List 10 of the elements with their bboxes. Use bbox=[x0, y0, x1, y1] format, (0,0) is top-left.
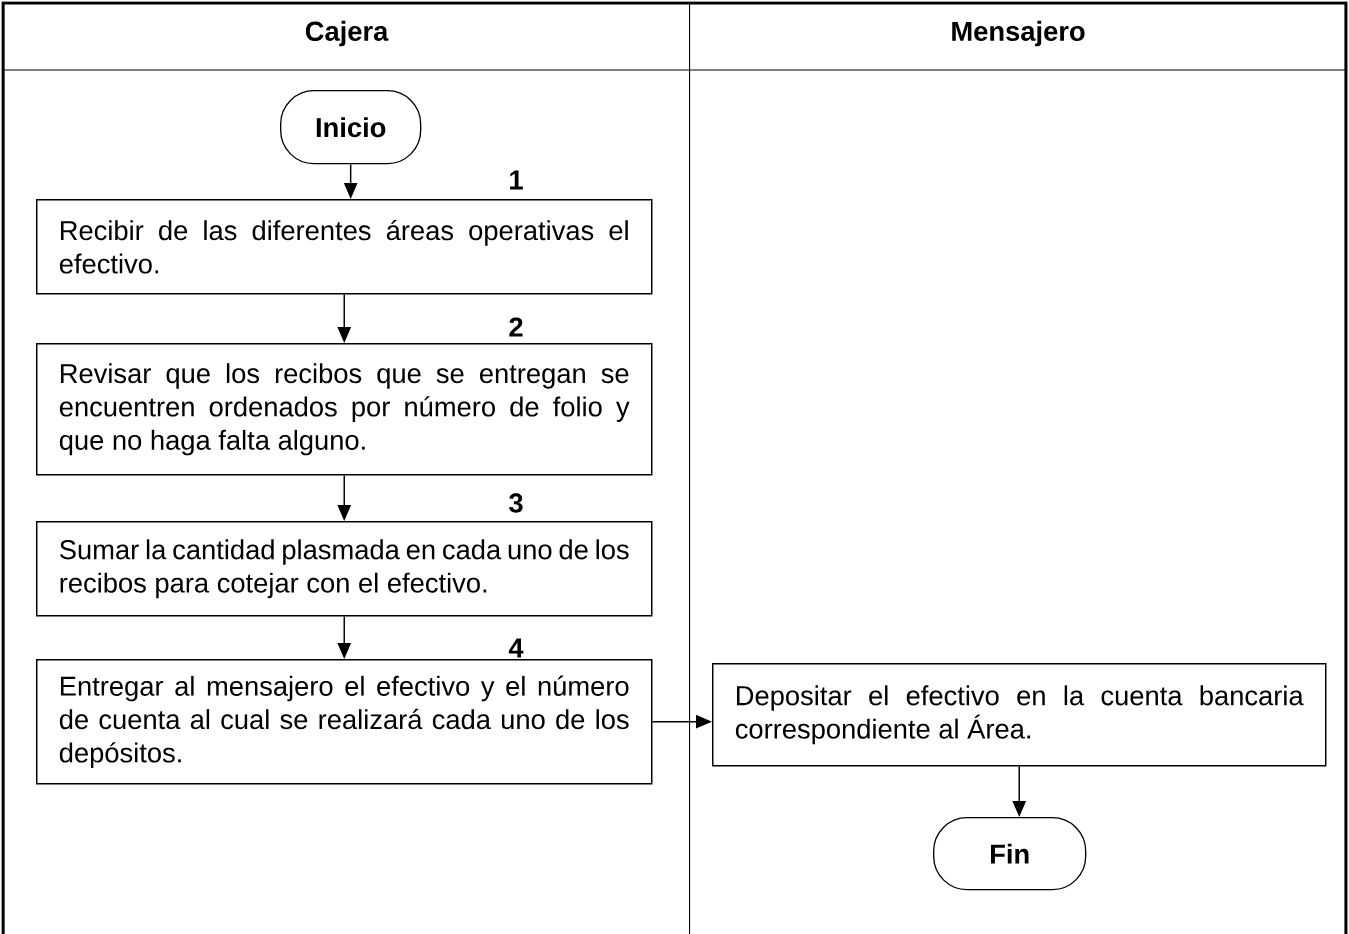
step-number: 4 bbox=[508, 638, 524, 658]
process-box: Entregar al mensajero el efectivo y el número de cuenta al cual se realizará cada uno de los depósitos. bbox=[36, 659, 653, 785]
process-box: Revisar que los recibos que se entregan se encuentren ordenados por número de folio y que no haga falta alguno. bbox=[36, 343, 653, 476]
step-number: 2 bbox=[509, 317, 523, 337]
step-number: 1 bbox=[510, 170, 523, 190]
process-box: Depositar el efectivo en la cuenta bancaria correspondiente al Área. bbox=[712, 663, 1327, 767]
process-box: Sumar la cantidad plasmada en cada uno de los recibos para cotejar con el efectivo. bbox=[36, 521, 653, 617]
step-number: 3 bbox=[509, 493, 523, 513]
node-label: Cajera bbox=[305, 20, 389, 47]
process-box: Recibir de las diferentes áreas operativas el efectivo. bbox=[36, 199, 653, 295]
